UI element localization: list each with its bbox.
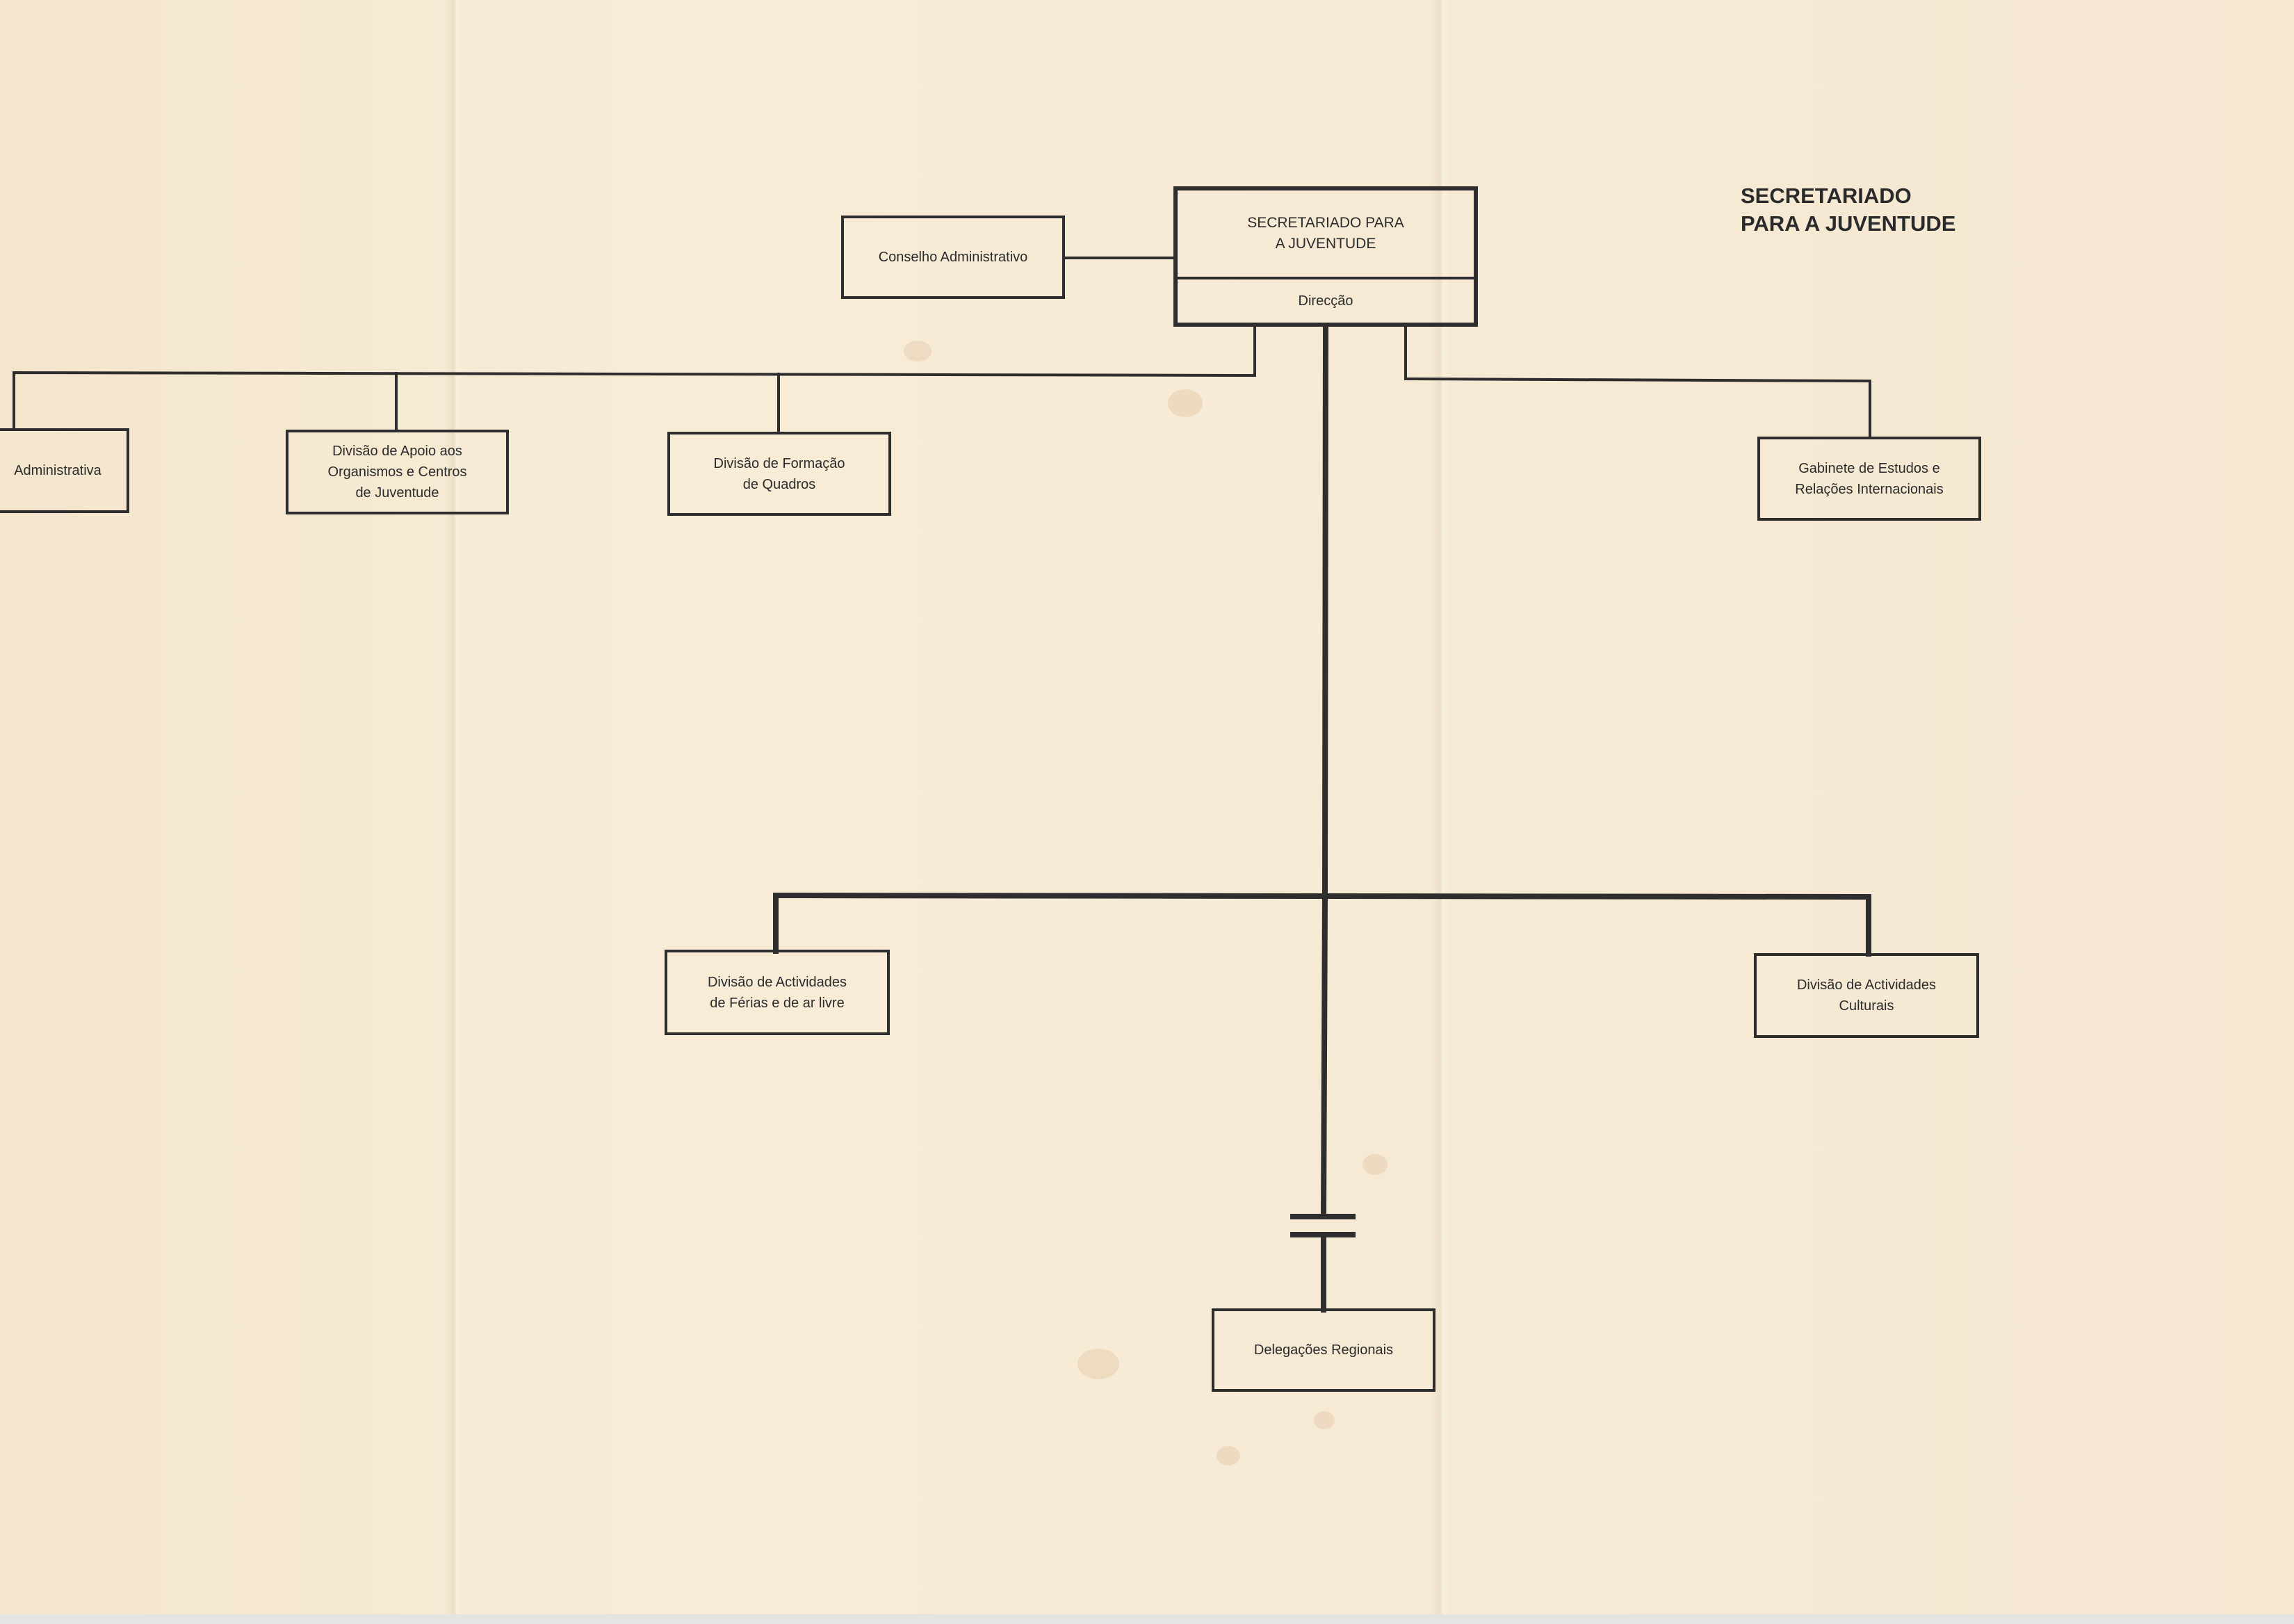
scan-edge [0,1614,2294,1624]
box-divisao-formacao: Divisão de Formação de Quadros [667,432,891,516]
root-box-secretariado: SECRETARIADO PARA A JUVENTUDE Direcção [1173,186,1478,327]
box-divisao-ferias: Divisão de Actividades de Férias e de ar… [665,950,890,1035]
root-title: SECRETARIADO PARA A JUVENTUDE [1178,190,1474,279]
paper-stain [1168,389,1203,417]
paper-stain [1217,1446,1240,1465]
box-gabinete-estudos: Gabinete de Estudos e Relações Internaci… [1757,437,1981,521]
connector-left-branch [13,327,1256,431]
connector-gabinete [1404,327,1871,439]
box-divisao-culturais: Divisão de Actividades Culturais [1754,953,1979,1038]
box-conselho-administrativo: Conselho Administrativo [841,216,1065,299]
paper-stain [1314,1411,1335,1429]
box-divisao-apoio: Divisão de Apoio aos Organismos e Centro… [286,430,509,514]
connector-activities-bar [773,892,1871,957]
paper-stain [1077,1349,1119,1379]
box-administrativa: Administrativa [0,428,129,513]
connector-main-trunk [1321,325,1329,900]
paper-stain [904,341,932,362]
paper-stain [1362,1154,1388,1175]
root-direccao: Direcção [1298,293,1353,309]
paper-fold-left [445,0,464,1624]
document-title: SECRETARIADO PARA A JUVENTUDE [1741,184,1956,236]
connector-trunk-lower [1320,893,1328,1219]
box-delegacoes-regionais: Delegações Regionais [1212,1308,1435,1392]
